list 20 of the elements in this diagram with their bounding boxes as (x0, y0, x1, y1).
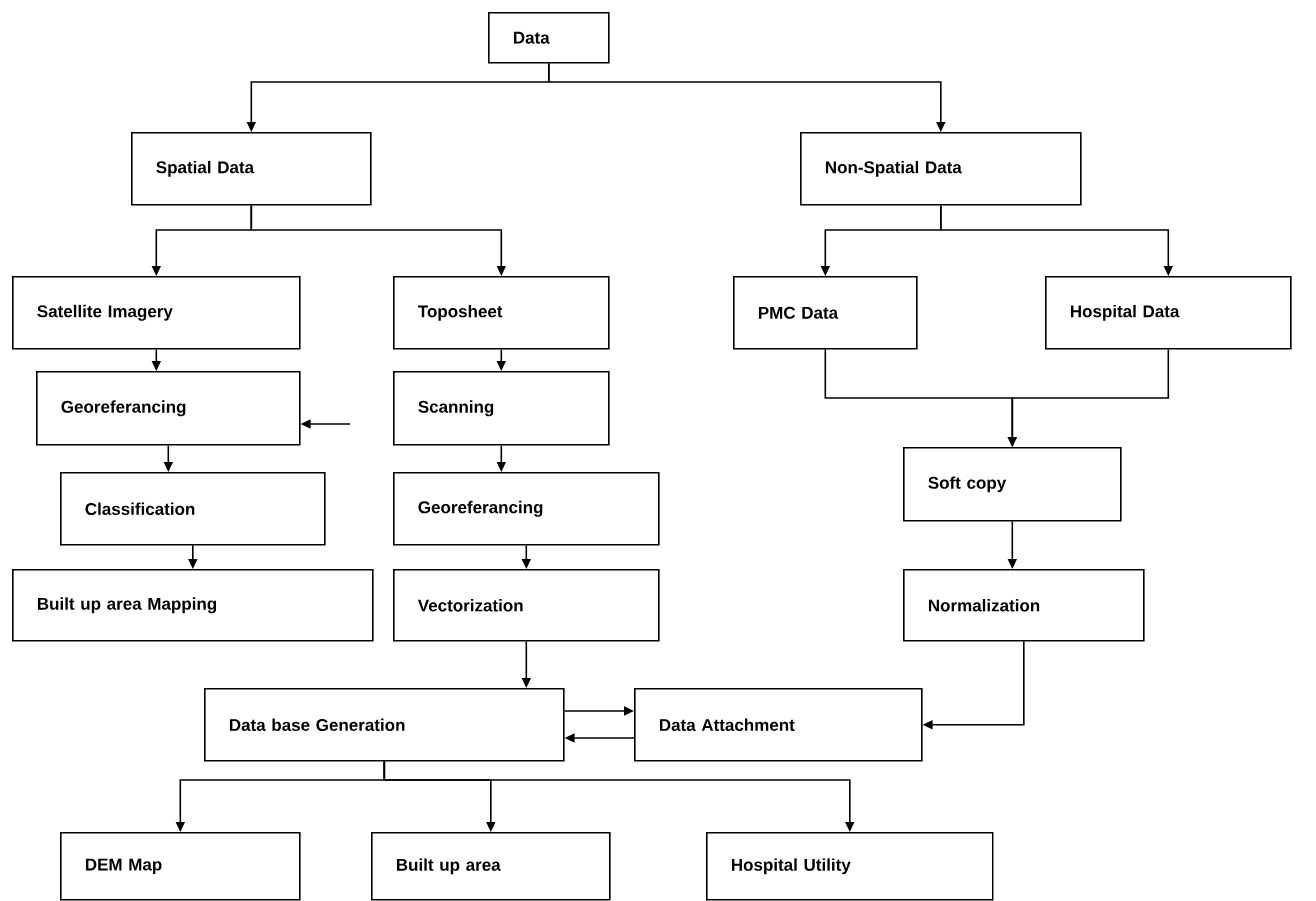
process-box: DEM Map (60, 832, 301, 901)
process-box: Toposheet (393, 276, 610, 350)
process-box: Non-Spatial Data (800, 132, 1082, 206)
process-box: Classification (60, 472, 326, 546)
process-box: Built up area Mapping (12, 569, 374, 642)
process-box: Vectorization (393, 569, 660, 642)
process-box: Hospital Data (1045, 276, 1292, 350)
process-box: Soft copy (903, 447, 1122, 522)
process-box: Normalization (903, 569, 1145, 642)
process-box: Data base Generation (204, 688, 565, 762)
process-box: Scanning (393, 371, 610, 446)
process-box: PMC Data (733, 276, 918, 350)
process-box: Data Attachment (634, 688, 923, 762)
process-box: Built up area (371, 832, 611, 901)
process-box: Georeferancing (36, 371, 301, 446)
process-box: Satellite Imagery (12, 276, 301, 350)
process-box: Georeferancing (393, 472, 660, 546)
process-box: Spatial Data (131, 132, 372, 206)
process-box: Hospital Utility (706, 832, 994, 901)
process-box: Data (488, 12, 610, 64)
